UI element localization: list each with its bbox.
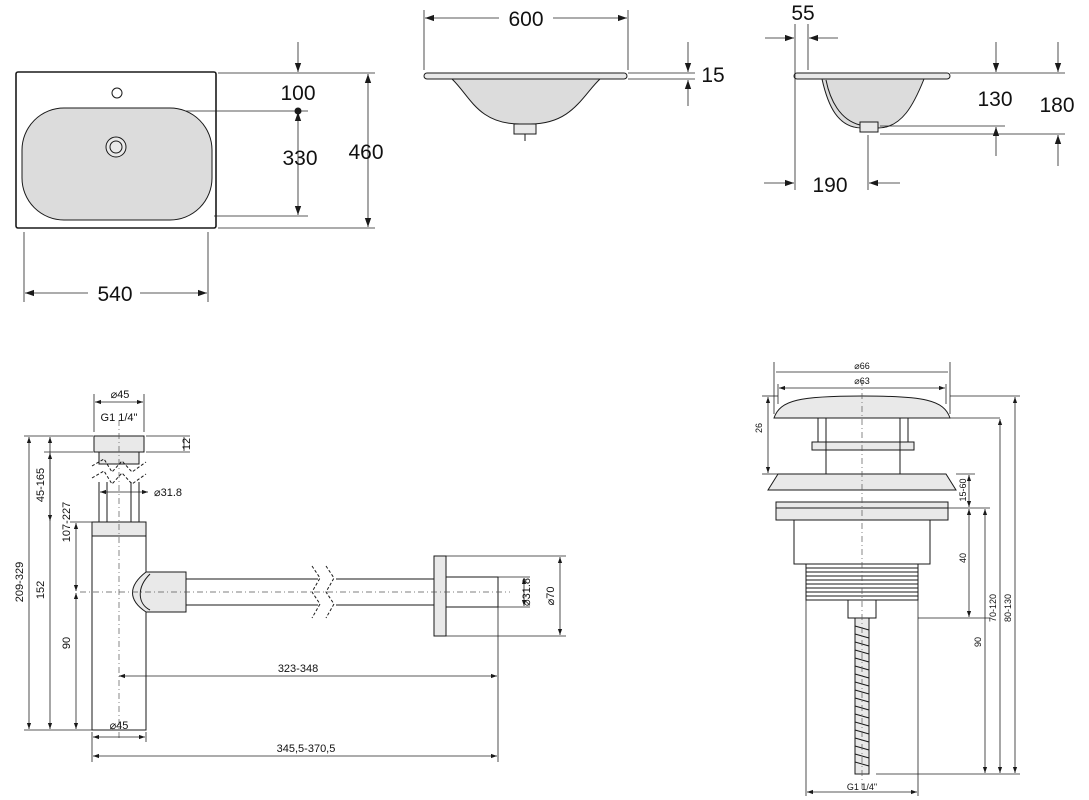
dim-330-label: 330 <box>282 147 317 170</box>
siphon-dim-90-label: 90 <box>61 637 73 649</box>
siphon-dim-345-370-label: 345,5-370,5 <box>277 743 336 755</box>
drain-hole-inner <box>109 140 123 154</box>
valve-dim-80-130-label: 80-130 <box>1003 594 1013 622</box>
siphon-dia-top-label: ⌀45 <box>111 389 130 401</box>
valve-stem-housing <box>817 417 909 443</box>
basin-bowl-profile <box>450 78 602 125</box>
valve-flange <box>767 473 957 491</box>
basin-front-view: 600 15 <box>423 6 725 141</box>
siphon-thread-label: G1 1/4" <box>101 412 138 424</box>
dim-15-label: 15 <box>701 64 724 87</box>
dim-190-label: 190 <box>812 174 847 197</box>
siphon-dim-152-label: 152 <box>35 581 47 599</box>
siphon-dim-107-227-label: 107-227 <box>61 502 73 542</box>
dim-180-label: 180 <box>1039 94 1074 117</box>
siphon-dia-tube-label: ⌀31.8 <box>154 487 182 499</box>
dim-130-label: 130 <box>977 88 1012 111</box>
side-rim <box>793 72 951 80</box>
wall-rosette <box>433 555 447 637</box>
basin-bowl <box>21 107 213 221</box>
side-bowl-profile <box>821 78 925 129</box>
siphon-dim-209-329-label: 209-329 <box>14 562 26 602</box>
valve-dim-40-label: 40 <box>958 553 968 563</box>
valve-dia-63-label: ⌀63 <box>854 376 869 386</box>
click-clack-drain-valve: ⌀66 ⌀63 26 15-60 40 90 70-120 80-130 G1 … <box>754 361 1020 796</box>
siphon-dim-45-165-label: 45-165 <box>35 468 47 502</box>
valve-thread-label: G1 1/4" <box>847 782 877 792</box>
dim-540-label: 540 <box>97 283 132 306</box>
valve-dia-66-label: ⌀66 <box>854 361 869 371</box>
basin-side-view: 55 130 180 190 <box>764 2 1075 197</box>
basin-outline <box>15 71 217 229</box>
valve-dim-70-120-label: 70-120 <box>988 594 998 622</box>
valve-dim-26-label: 26 <box>754 423 764 433</box>
basin-rim <box>423 72 628 80</box>
drain-outlet <box>513 123 537 135</box>
siphon-dia-bottom-label: ⌀45 <box>110 720 129 732</box>
basin-top-view: 100 330 460 540 <box>15 42 384 306</box>
valve-dim-15-60-label: 15-60 <box>958 478 968 501</box>
siphon-dim-323-348-label: 323-348 <box>278 663 318 675</box>
dim-55-label: 55 <box>791 2 814 25</box>
siphon-dia-wall-tube-label: ⌀31.8 <box>521 578 533 606</box>
tap-hole <box>111 87 123 99</box>
valve-dim-90-label: 90 <box>973 637 983 647</box>
drain-hole-outer <box>105 136 127 158</box>
dim-600-label: 600 <box>508 8 543 31</box>
dim-460-label: 460 <box>348 141 383 164</box>
siphon-dia-rosette-label: ⌀70 <box>545 587 557 606</box>
dim-100-label: 100 <box>280 82 315 105</box>
bottle-siphon: ⌀45 G1 1/4" 12 ⌀31.8 45-165 107-227 209-… <box>14 389 566 762</box>
siphon-dim-12-label: 12 <box>181 438 193 450</box>
valve-thread <box>805 563 919 601</box>
